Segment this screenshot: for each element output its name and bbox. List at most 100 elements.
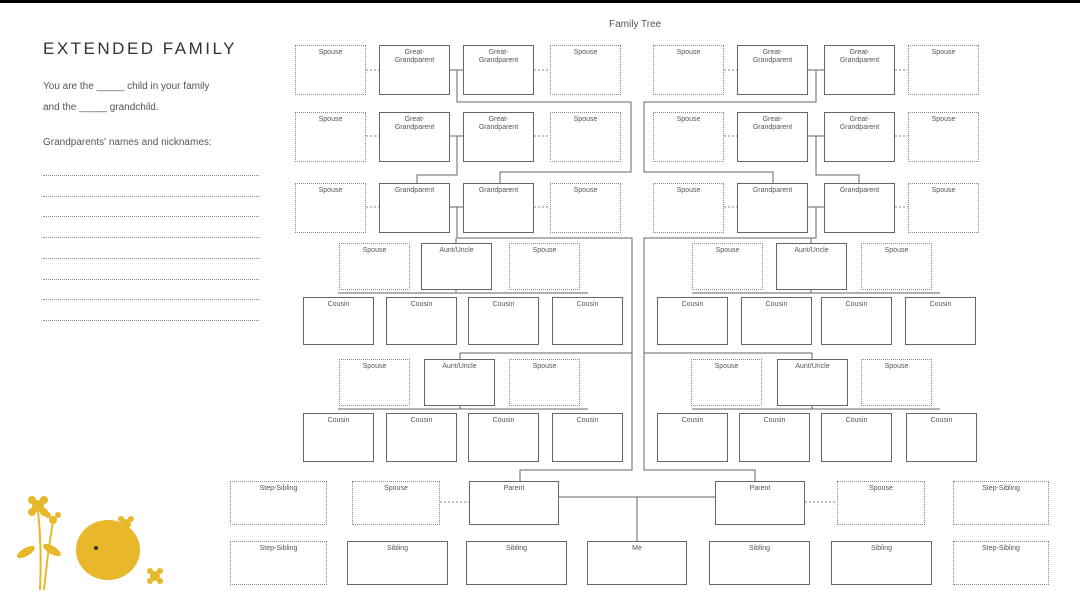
tree-box-label: Spouse [318, 187, 343, 194]
tree-box-label: Sibling [505, 545, 527, 552]
page-heading: EXTENDED FAMILY [43, 39, 237, 58]
tree-box-spouse[interactable]: Spouse [550, 45, 621, 95]
grandchild-order-text: and the _____ grandchild. [43, 102, 159, 113]
tree-box-label: Step-Sibling [982, 485, 1020, 492]
tree-box-spouse[interactable]: Spouse [691, 359, 762, 406]
tree-box-cousin[interactable]: Cousin [739, 413, 810, 462]
tree-box-great-grandparent[interactable]: Great-Grandparent [463, 112, 534, 162]
tree-box-spouse[interactable]: Spouse [908, 112, 979, 162]
tree-box-cousin[interactable]: Cousin [386, 297, 457, 345]
tree-box-cousin[interactable]: Cousin [905, 297, 976, 345]
tree-box-spouse[interactable]: Spouse [861, 359, 932, 406]
tree-box-spouse[interactable]: Spouse [295, 183, 366, 233]
tree-box-great-grandparent[interactable]: Great-Grandparent [463, 45, 534, 95]
tree-box-label: Grandparent [839, 187, 880, 194]
tree-box-cousin[interactable]: Cousin [468, 413, 539, 462]
tree-box-spouse[interactable]: Spouse [550, 112, 621, 162]
tree-box-spouse[interactable]: Spouse [653, 112, 724, 162]
blank-writing-line[interactable] [43, 299, 259, 301]
tree-box-spouse[interactable]: Spouse [295, 112, 366, 162]
tree-box-cousin[interactable]: Cousin [303, 413, 374, 462]
tree-box-aunt-uncle[interactable]: Aunt/Uncle [777, 359, 848, 406]
tree-box-spouse[interactable]: Spouse [837, 481, 925, 525]
tree-box-spouse[interactable]: Spouse [339, 243, 410, 290]
blank-writing-line[interactable] [43, 257, 259, 259]
tree-box-spouse[interactable]: Spouse [692, 243, 763, 290]
tree-box-label: Spouse [715, 247, 740, 254]
tree-box-cousin[interactable]: Cousin [552, 297, 623, 345]
tree-box-aunt-uncle[interactable]: Aunt/Uncle [776, 243, 847, 290]
tree-box-label: Cousin [681, 417, 704, 424]
tree-box-label: Spouse [676, 187, 701, 194]
tree-box-sibling[interactable]: Sibling [347, 541, 448, 585]
tree-box-parent[interactable]: Parent [469, 481, 559, 525]
tree-box-step-sibling[interactable]: Step-Sibling [230, 541, 327, 585]
tree-box-label: Spouse [384, 485, 408, 492]
tree-box-sibling[interactable]: Sibling [466, 541, 567, 585]
tree-box-cousin[interactable]: Cousin [906, 413, 977, 462]
tree-box-sibling[interactable]: Sibling [709, 541, 810, 585]
tree-box-great-grandparent[interactable]: Great-Grandparent [824, 45, 895, 95]
tree-box-step-sibling[interactable]: Step-Sibling [953, 541, 1049, 585]
tree-box-step-sibling[interactable]: Step-Sibling [230, 481, 327, 525]
tree-box-spouse[interactable]: Spouse [908, 45, 979, 95]
tree-box-cousin[interactable]: Cousin [821, 297, 892, 345]
tree-box-grandparent[interactable]: Grandparent [379, 183, 450, 233]
tree-box-me[interactable]: Me [587, 541, 687, 585]
tree-box-cousin[interactable]: Cousin [741, 297, 812, 345]
tree-box-cousin[interactable]: Cousin [386, 413, 457, 462]
tree-box-aunt-uncle[interactable]: Aunt/Uncle [421, 243, 492, 290]
tree-box-step-sibling[interactable]: Step-Sibling [953, 481, 1049, 525]
tree-box-cousin[interactable]: Cousin [303, 297, 374, 345]
tree-box-label: Step-Sibling [982, 545, 1020, 552]
tree-box-label: Spouse [318, 49, 343, 56]
tree-box-label: Cousin [410, 301, 433, 308]
tree-box-label: Cousin [763, 417, 786, 424]
blank-writing-line[interactable] [43, 216, 259, 218]
tree-box-spouse[interactable]: Spouse [509, 359, 580, 406]
blank-writing-line[interactable] [43, 278, 259, 280]
tree-box-sibling[interactable]: Sibling [831, 541, 932, 585]
tree-box-label: Great-Grandparent [752, 49, 793, 64]
tree-box-label: Aunt/Uncle [442, 363, 477, 370]
tree-box-spouse[interactable]: Spouse [295, 45, 366, 95]
tree-title: Family Tree [609, 19, 662, 30]
tree-box-grandparent[interactable]: Grandparent [463, 183, 534, 233]
tree-box-aunt-uncle[interactable]: Aunt/Uncle [424, 359, 495, 406]
tree-box-label: Cousin [930, 417, 953, 424]
tree-box-grandparent[interactable]: Grandparent [824, 183, 895, 233]
tree-box-spouse[interactable]: Spouse [861, 243, 932, 290]
tree-box-spouse[interactable]: Spouse [653, 45, 724, 95]
tree-box-cousin[interactable]: Cousin [657, 297, 728, 345]
tree-box-spouse[interactable]: Spouse [339, 359, 410, 406]
tree-box-label: Cousin [327, 301, 350, 308]
tree-box-cousin[interactable]: Cousin [552, 413, 623, 462]
tree-box-great-grandparent[interactable]: Great-Grandparent [379, 112, 450, 162]
tree-box-cousin[interactable]: Cousin [468, 297, 539, 345]
tree-box-label: Cousin [492, 301, 515, 308]
tree-box-great-grandparent[interactable]: Great-Grandparent [737, 45, 808, 95]
blank-writing-line[interactable] [43, 319, 259, 321]
tree-box-cousin[interactable]: Cousin [657, 413, 728, 462]
tree-box-spouse[interactable]: Spouse [908, 183, 979, 233]
tree-box-spouse[interactable]: Spouse [352, 481, 440, 525]
tree-box-parent[interactable]: Parent [715, 481, 805, 525]
grandparents-names-label: Grandparents' names and nicknames: [43, 137, 212, 148]
tree-box-great-grandparent[interactable]: Great-Grandparent [737, 112, 808, 162]
tree-box-label: Spouse [573, 116, 598, 123]
tree-box-cousin[interactable]: Cousin [821, 413, 892, 462]
tree-box-label: Aunt/Uncle [794, 247, 829, 254]
tree-box-spouse[interactable]: Spouse [550, 183, 621, 233]
tree-box-great-grandparent[interactable]: Great-Grandparent [824, 112, 895, 162]
tree-box-great-grandparent[interactable]: Great-Grandparent [379, 45, 450, 95]
tree-box-grandparent[interactable]: Grandparent [737, 183, 808, 233]
tree-box-spouse[interactable]: Spouse [653, 183, 724, 233]
blank-writing-line[interactable] [43, 195, 259, 197]
hedgehog-flowers-illustration [17, 496, 163, 591]
tree-box-label: Spouse [362, 363, 387, 370]
tree-box-label: Great-Grandparent [839, 49, 880, 64]
blank-writing-line[interactable] [43, 175, 259, 176]
blank-writing-line[interactable] [43, 237, 259, 239]
tree-box-spouse[interactable]: Spouse [509, 243, 580, 290]
